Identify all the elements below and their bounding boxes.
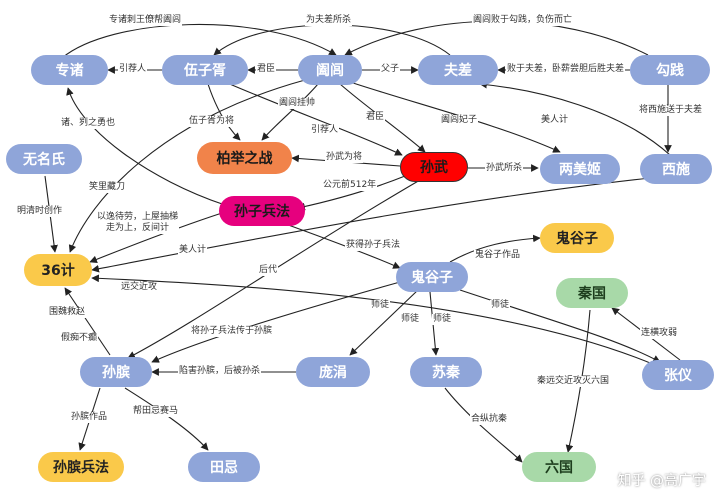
edge-wuzixu-baiju xyxy=(207,83,241,141)
edge-label: 假痴不癫 xyxy=(60,333,99,344)
watermark: 知乎 @高广宇 xyxy=(617,473,706,489)
edge-label: 以逸待劳，上屋抽梯 走为上，反间计 xyxy=(96,212,180,234)
edge-label: 连横攻弱 xyxy=(640,328,679,339)
edge-label: 围魏救赵 xyxy=(48,307,87,318)
edge-suqin-liuguo xyxy=(444,387,523,463)
node-sunbin[interactable]: 孙膑 xyxy=(80,357,152,387)
edge-helu-36 xyxy=(68,79,306,253)
edge-label: 美人计 xyxy=(540,115,570,126)
node-pangjuan[interactable]: 庞涓 xyxy=(296,357,370,387)
node-zhangyi[interactable]: 张仪 xyxy=(642,360,714,390)
node-qin[interactable]: 秦国 xyxy=(556,278,628,308)
edge-guiguzi-sunbin xyxy=(151,281,401,363)
node-goujian[interactable]: 勾践 xyxy=(630,55,710,85)
edge-label: 为夫差所杀 xyxy=(305,15,353,26)
edge-zhangyi-36 xyxy=(91,274,656,366)
node-suqin[interactable]: 苏秦 xyxy=(410,357,482,387)
edge-label: 专诸刺王僚帮阖闾 xyxy=(108,15,183,26)
edge-label: 阖闾败于勾践，负伤而亡 xyxy=(472,15,574,26)
edge-label: 君臣 xyxy=(365,112,386,123)
node-wumingshi[interactable]: 无名氏 xyxy=(6,144,82,174)
edge-label: 合纵抗秦 xyxy=(470,414,509,425)
edge-label: 阖闾妃子 xyxy=(440,115,479,126)
edge-sunbin-36 xyxy=(64,287,111,356)
node-sunwu[interactable]: 孙武 xyxy=(400,152,468,182)
edge-label: 笑里藏刀 xyxy=(88,182,127,193)
edge-label: 将孙子兵法传于孙膑 xyxy=(190,326,274,337)
edge-guiguzi-pangjuan xyxy=(349,289,419,356)
edge-label: 远交近攻 xyxy=(120,282,159,293)
node-fuchai[interactable]: 夫差 xyxy=(418,55,498,85)
edge-label: 引荐人 xyxy=(118,64,148,75)
node-36ji[interactable]: 36计 xyxy=(24,254,92,286)
edge-label: 师徒 xyxy=(490,300,511,311)
node-zhuanzhu[interactable]: 专诸 xyxy=(31,55,108,85)
edge-label: 阖闾挂帅 xyxy=(278,98,317,109)
edge-xishi-36 xyxy=(91,177,651,273)
edge-sunbin-tianji xyxy=(124,387,209,451)
edge-helu-baiju xyxy=(261,83,319,141)
edge-label: 鬼谷子作品 xyxy=(474,250,522,261)
edge-bingfa-zhuanzhu xyxy=(66,87,226,206)
edge-label: 帮田忌赛马 xyxy=(132,406,180,417)
node-guiguzi[interactable]: 鬼谷子 xyxy=(396,262,468,292)
node-guiguzi-work[interactable]: 鬼谷子 xyxy=(540,223,614,253)
node-liangmeiji[interactable]: 两美姬 xyxy=(540,154,620,184)
node-tianji[interactable]: 田忌 xyxy=(188,452,260,482)
edge-qin-liuguo xyxy=(565,309,591,453)
node-xishi[interactable]: 西施 xyxy=(640,154,712,184)
node-sunzibingfa[interactable]: 孙子兵法 xyxy=(219,196,305,226)
node-wuzixu[interactable]: 伍子胥 xyxy=(162,55,248,85)
node-sunbinbingfa[interactable]: 孙膑兵法 xyxy=(38,452,124,482)
edge-bingfa-36 xyxy=(89,212,223,264)
edge-label: 败于夫差，卧薪尝胆后胜夫差 xyxy=(506,64,626,75)
edge-xishi-fuchai xyxy=(479,80,671,156)
edge-wuzixu-sunwu xyxy=(224,81,403,156)
edge-label: 明清时创作 xyxy=(16,206,64,217)
edge-label: 将西施送于夫差 xyxy=(638,105,704,116)
edge-label: 师徒 xyxy=(432,314,453,325)
edge-label: 获得孙子兵法 xyxy=(345,240,402,251)
edge-label: 美人计 xyxy=(178,245,208,256)
edge-label: 父子 xyxy=(380,64,401,75)
edge-label: 师徒 xyxy=(400,314,421,325)
edge-label: 君臣 xyxy=(256,64,277,75)
edge-label: 陷害孙膑，后被孙杀 xyxy=(178,366,262,377)
edge-sunwu-bingfa xyxy=(297,175,406,211)
edge-label: 孙膑作品 xyxy=(70,412,109,423)
edge-label: 伍子胥为将 xyxy=(188,116,236,127)
edge-goujian-helu xyxy=(344,20,649,56)
edge-label: 师徒 xyxy=(370,300,391,311)
edge-label: 秦远交近攻灭六国 xyxy=(536,376,611,387)
node-liuguo[interactable]: 六国 xyxy=(522,452,596,482)
edge-label: 引荐人 xyxy=(310,125,340,136)
node-baiju[interactable]: 柏举之战 xyxy=(197,142,292,174)
edge-label: 孙武所杀 xyxy=(485,163,524,174)
edge-label: 公元前512年 xyxy=(322,180,378,191)
edge-label: 孙武为将 xyxy=(325,152,364,163)
edge-sunwu-sunbin xyxy=(127,179,421,359)
edge-label: 诸、刿之勇也 xyxy=(60,118,117,129)
edge-guiguzi-work xyxy=(449,234,541,263)
edge-zhuanzhu-helu xyxy=(61,24,337,59)
edge-label: 后代 xyxy=(258,265,279,276)
node-helu[interactable]: 阖闾 xyxy=(298,55,362,85)
